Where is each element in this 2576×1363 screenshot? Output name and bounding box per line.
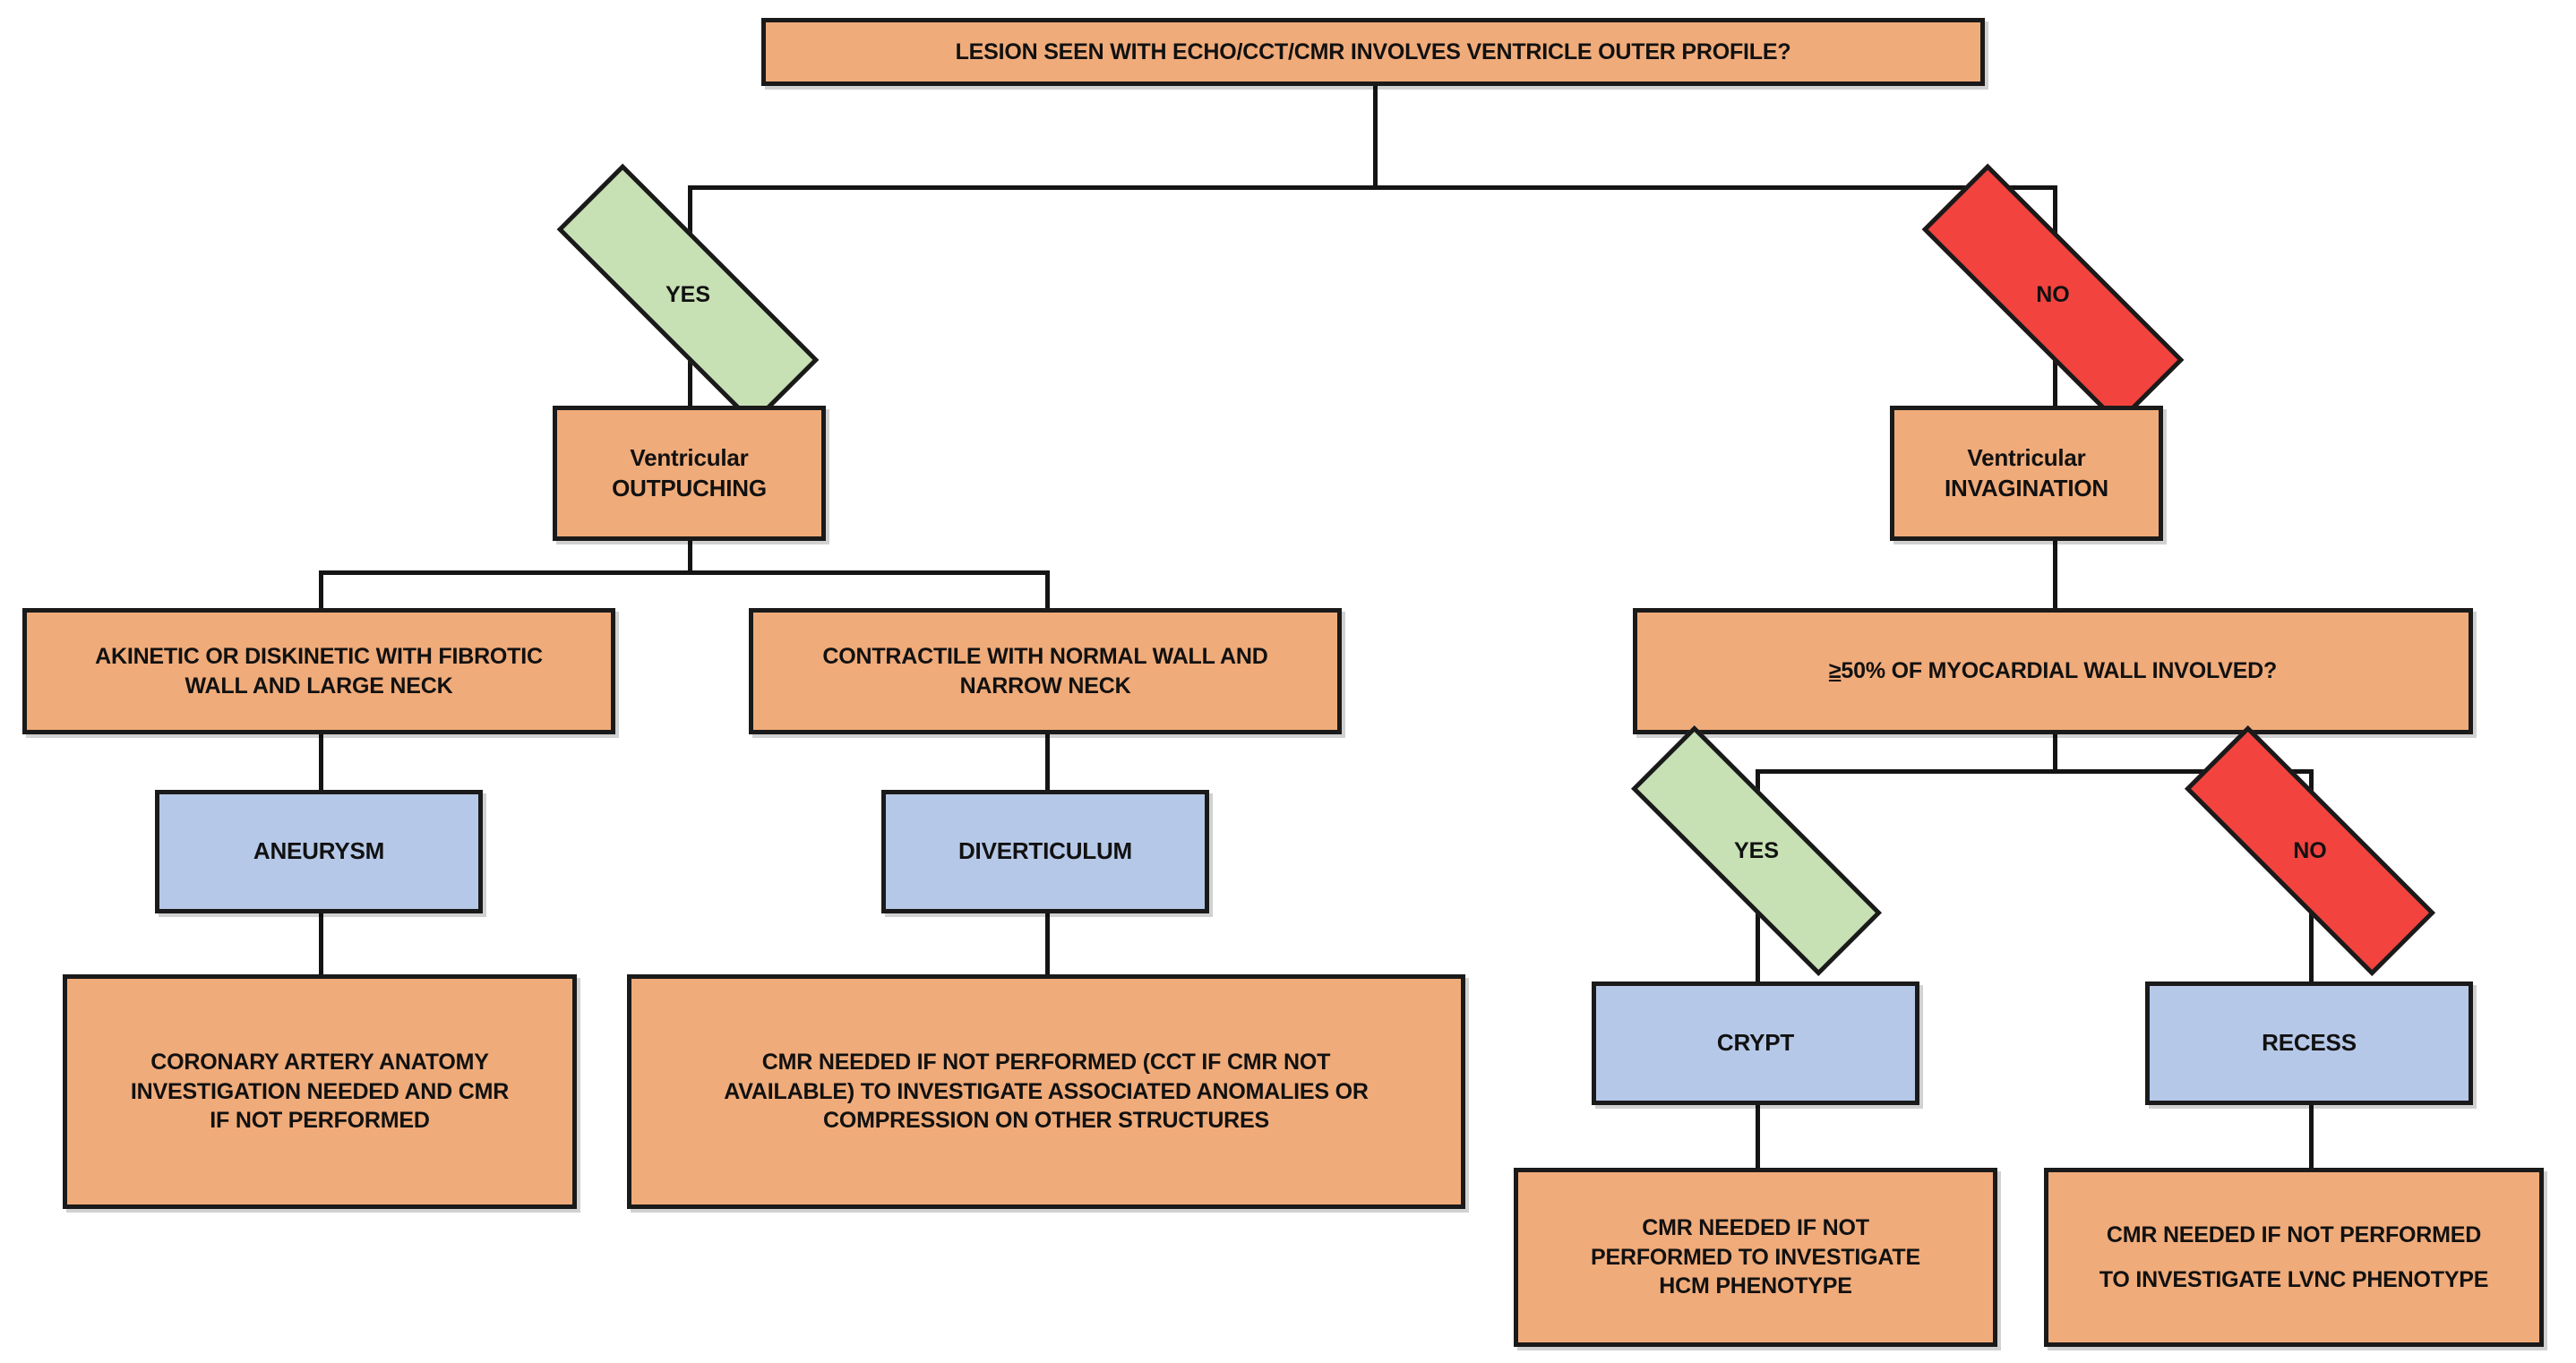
node-outpouching-line2: OUTPUCHING: [612, 474, 767, 501]
connector-top-split-bar: [690, 185, 2057, 190]
node-akinetic-label: AKINETIC OR DISKINETIC WITH FIBROTIC WAL…: [95, 644, 543, 699]
connector-left-split-bar: [321, 570, 1050, 575]
node-ventricular-invagination[interactable]: Ventricular INVAGINATION: [1890, 406, 2163, 541]
node-akinetic-diskinetic[interactable]: AKINETIC OR DISKINETIC WITH FIBROTIC WAL…: [22, 608, 615, 734]
connector-diverticulum-to-cmr: [1045, 913, 1050, 974]
connector-akinetic-to-aneurysm: [319, 734, 323, 790]
node-invagination-line2: INVAGINATION: [1945, 474, 2108, 501]
node-diverticulum-label: DIVERTICULUM: [957, 837, 1133, 865]
node-crypt-label: CRYPT: [1716, 1029, 1795, 1057]
connector-aneurysm-to-coronary: [319, 913, 323, 974]
connector-root-down: [1373, 86, 1378, 188]
connector-recess-to-cmr-lvnc: [2309, 1105, 2314, 1168]
diamond-yes-bottom-label: YES: [1733, 837, 1780, 863]
node-crypt[interactable]: CRYPT: [1592, 982, 1919, 1105]
node-recess-label: RECESS: [2262, 1029, 2357, 1057]
connector-no-to-invagination: [2053, 341, 2057, 406]
diamond-no-top[interactable]: NO: [1914, 163, 2192, 426]
node-contractile-label: CONTRACTILE WITH NORMAL WALL AND NARROW …: [822, 644, 1268, 699]
connector-crypt-to-cmr-hcm: [1756, 1105, 1760, 1168]
node-myocardial-rest: 50% OF MYOCARDIAL WALL INVOLVED?: [1841, 658, 2278, 684]
node-root-label: LESION SEEN WITH ECHO/CCT/CMR INVOLVES V…: [955, 39, 1791, 64]
node-cmr-anomalies-label: CMR NEEDED IF NOT PERFORMED (CCT IF CMR …: [724, 1050, 1369, 1134]
node-outpouching-line1: Ventricular: [630, 443, 749, 471]
connector-myocardial-down: [2053, 734, 2057, 772]
connector-yes-to-crypt: [1756, 896, 1760, 982]
connector-outpouching-down: [688, 541, 692, 573]
node-cmr-lvnc-phenotype[interactable]: CMR NEEDED IF NOT PERFORMED TO INVESTIGA…: [2044, 1168, 2544, 1347]
node-root-question[interactable]: LESION SEEN WITH ECHO/CCT/CMR INVOLVES V…: [761, 18, 1985, 86]
node-ventricular-outpouching[interactable]: Ventricular OUTPUCHING: [553, 406, 826, 541]
connector-to-no-top: [2053, 185, 2057, 253]
diamond-yes-top-label: YES: [665, 281, 711, 307]
node-invagination-line1: Ventricular: [1967, 443, 2086, 471]
node-aneurysm[interactable]: ANEURYSM: [155, 790, 483, 913]
node-coronary-artery-anatomy[interactable]: CORONARY ARTERY ANATOMY INVESTIGATION NE…: [63, 974, 577, 1209]
node-recess[interactable]: RECESS: [2145, 982, 2473, 1105]
node-myocardial-label: ≥50% OF MYOCARDIAL WALL INVOLVED?: [1820, 656, 2286, 686]
node-contractile-normal-wall[interactable]: CONTRACTILE WITH NORMAL WALL AND NARROW …: [749, 608, 1342, 734]
diamond-no-bottom[interactable]: NO: [2177, 724, 2443, 977]
connector-to-contractile: [1045, 570, 1050, 608]
diamond-yes-top[interactable]: YES: [549, 163, 827, 426]
connector-to-yes-top: [688, 185, 692, 253]
diamond-no-top-label: NO: [2036, 281, 2070, 307]
node-cmr-lvnc-label: CMR NEEDED IF NOT PERFORMED TO INVESTIGA…: [2099, 1222, 2489, 1292]
diamond-no-bottom-label: NO: [2293, 837, 2327, 863]
node-cmr-hcm-label: CMR NEEDED IF NOT PERFORMED TO INVESTIGA…: [1591, 1215, 1920, 1299]
node-diverticulum[interactable]: DIVERTICULUM: [881, 790, 1209, 913]
node-cmr-hcm-phenotype[interactable]: CMR NEEDED IF NOT PERFORMED TO INVESTIGA…: [1514, 1168, 1997, 1347]
node-aneurysm-label: ANEURYSM: [253, 837, 385, 865]
node-coronary-label: CORONARY ARTERY ANATOMY INVESTIGATION NE…: [130, 1050, 510, 1134]
connector-yes-to-outpouching: [688, 341, 692, 406]
greater-equal-symbol: ≥: [1828, 658, 1842, 684]
connector-contractile-to-diverticulum: [1045, 734, 1050, 790]
connector-no-to-recess: [2309, 896, 2314, 982]
connector-invagination-down: [2053, 541, 2057, 609]
node-myocardial-wall-question[interactable]: ≥50% OF MYOCARDIAL WALL INVOLVED?: [1633, 608, 2473, 734]
diamond-yes-bottom[interactable]: YES: [1624, 724, 1889, 977]
connector-right-split-bar: [1757, 769, 2314, 774]
connector-to-akinetic: [319, 570, 323, 608]
node-cmr-associated-anomalies[interactable]: CMR NEEDED IF NOT PERFORMED (CCT IF CMR …: [627, 974, 1465, 1209]
